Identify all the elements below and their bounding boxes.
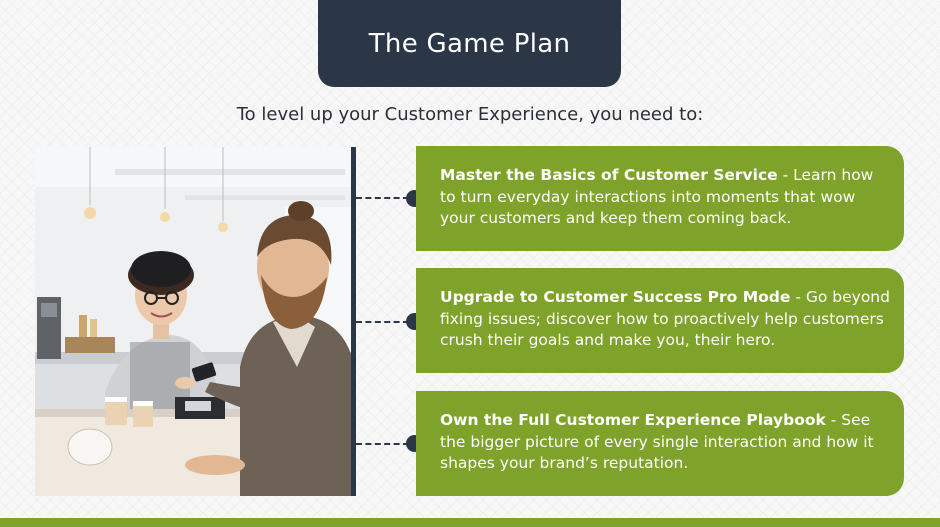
cafe-photo-illustration	[35, 147, 352, 496]
step-1-separator: -	[777, 166, 794, 184]
connector-line-2	[356, 321, 409, 323]
timeline-bar	[351, 147, 356, 496]
step-2-description: Go beyond fixing issues; discover how to…	[440, 288, 890, 349]
step-1-title: Master the Basics of Customer Service	[440, 166, 778, 184]
step-card-1: Master the Basics of Customer Service - …	[416, 146, 904, 251]
title-banner: The Game Plan	[318, 0, 621, 87]
connector-line-3	[356, 443, 409, 445]
slide-title: The Game Plan	[368, 28, 571, 59]
step-3-separator: -	[825, 411, 842, 429]
step-3-description: See the bigger picture of every single i…	[440, 411, 874, 472]
step-3-title: Own the Full Customer Experience Playboo…	[440, 411, 826, 429]
step-card-2: Upgrade to Customer Success Pro Mode - G…	[416, 268, 904, 373]
step-2-title: Upgrade to Customer Success Pro Mode	[440, 288, 791, 306]
connector-line-1	[356, 197, 409, 199]
step-2-separator: -	[790, 288, 806, 306]
footer-accent-bar	[0, 518, 940, 527]
step-1-description: Learn how to turn everyday interactions …	[440, 166, 874, 227]
slide-subtitle: To level up your Customer Experience, yo…	[236, 104, 704, 125]
cafe-photo	[35, 147, 352, 496]
step-card-3: Own the Full Customer Experience Playboo…	[416, 391, 904, 496]
